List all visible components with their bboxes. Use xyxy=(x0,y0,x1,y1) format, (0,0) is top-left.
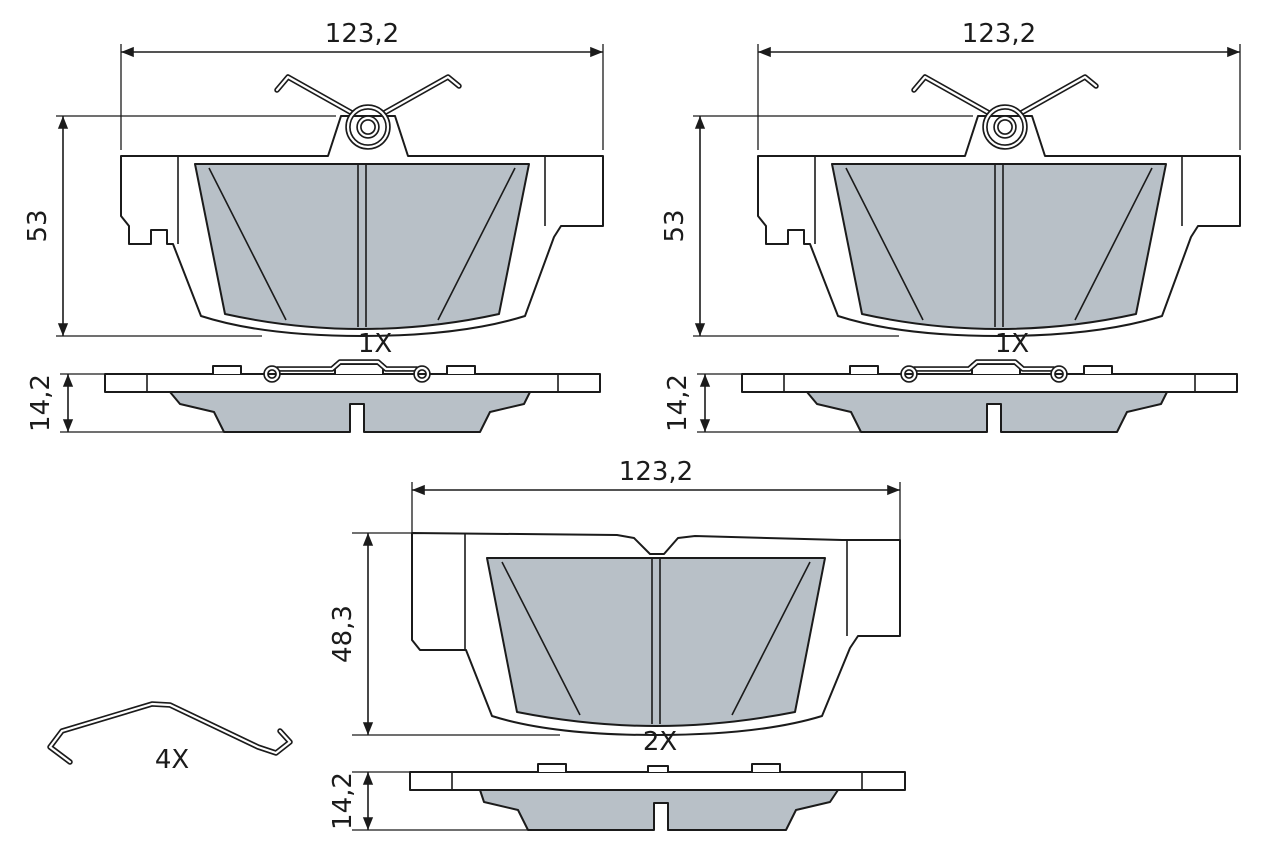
view-pad-top-left: 123,2 53 1X xyxy=(23,19,603,359)
extension-lines xyxy=(120,44,604,150)
center-lug xyxy=(647,765,669,772)
brake-pad-side-left xyxy=(105,362,600,432)
brake-pad-front-bottom xyxy=(411,532,901,736)
height-dimension-label: 53 xyxy=(23,209,53,242)
view-pad-top-right: 123,2 53 1X xyxy=(660,19,1240,359)
extension-lines xyxy=(352,532,560,736)
plate-end-lines xyxy=(451,772,863,790)
center-slot-lines xyxy=(651,558,661,724)
extension-lines xyxy=(693,115,973,337)
quantity-label: 4X xyxy=(155,745,189,775)
width-dimension-label: 123,2 xyxy=(962,19,1036,49)
extension-lines xyxy=(352,771,532,831)
width-dimension-label: 123,2 xyxy=(325,19,399,49)
view-pad-bottom-side: 14,2 xyxy=(328,763,906,831)
backing-plate-edge xyxy=(409,771,906,791)
friction-material xyxy=(486,557,826,727)
extension-lines xyxy=(56,115,336,337)
height-dimension-label: 53 xyxy=(660,209,690,242)
width-dimension-label: 123,2 xyxy=(619,457,693,487)
thickness-dimension-label: 14,2 xyxy=(328,772,358,830)
thickness-dimension-label: 14,2 xyxy=(663,374,693,432)
view-pad-bottom: 123,2 48,3 2X xyxy=(328,457,901,757)
view-pad-top-right-side: 14,2 xyxy=(663,362,1237,432)
brake-pad-side-right xyxy=(742,362,1237,432)
retaining-spring-wire-highlight xyxy=(48,702,292,764)
top-tab-right xyxy=(751,763,781,772)
quantity-label: 2X xyxy=(643,727,677,757)
friction-material-edge xyxy=(479,789,839,831)
view-accessory-spring: 4X xyxy=(47,701,293,775)
chamfer-lines xyxy=(501,561,811,716)
view-pad-top-left-side: 14,2 xyxy=(26,362,600,432)
thickness-dimension-label: 14,2 xyxy=(26,374,56,432)
top-tab-left xyxy=(537,763,567,772)
quantity-label: 1X xyxy=(358,329,392,359)
extension-lines xyxy=(757,44,1241,150)
height-dimension-label: 48,3 xyxy=(328,605,358,663)
quantity-label: 1X xyxy=(995,329,1029,359)
